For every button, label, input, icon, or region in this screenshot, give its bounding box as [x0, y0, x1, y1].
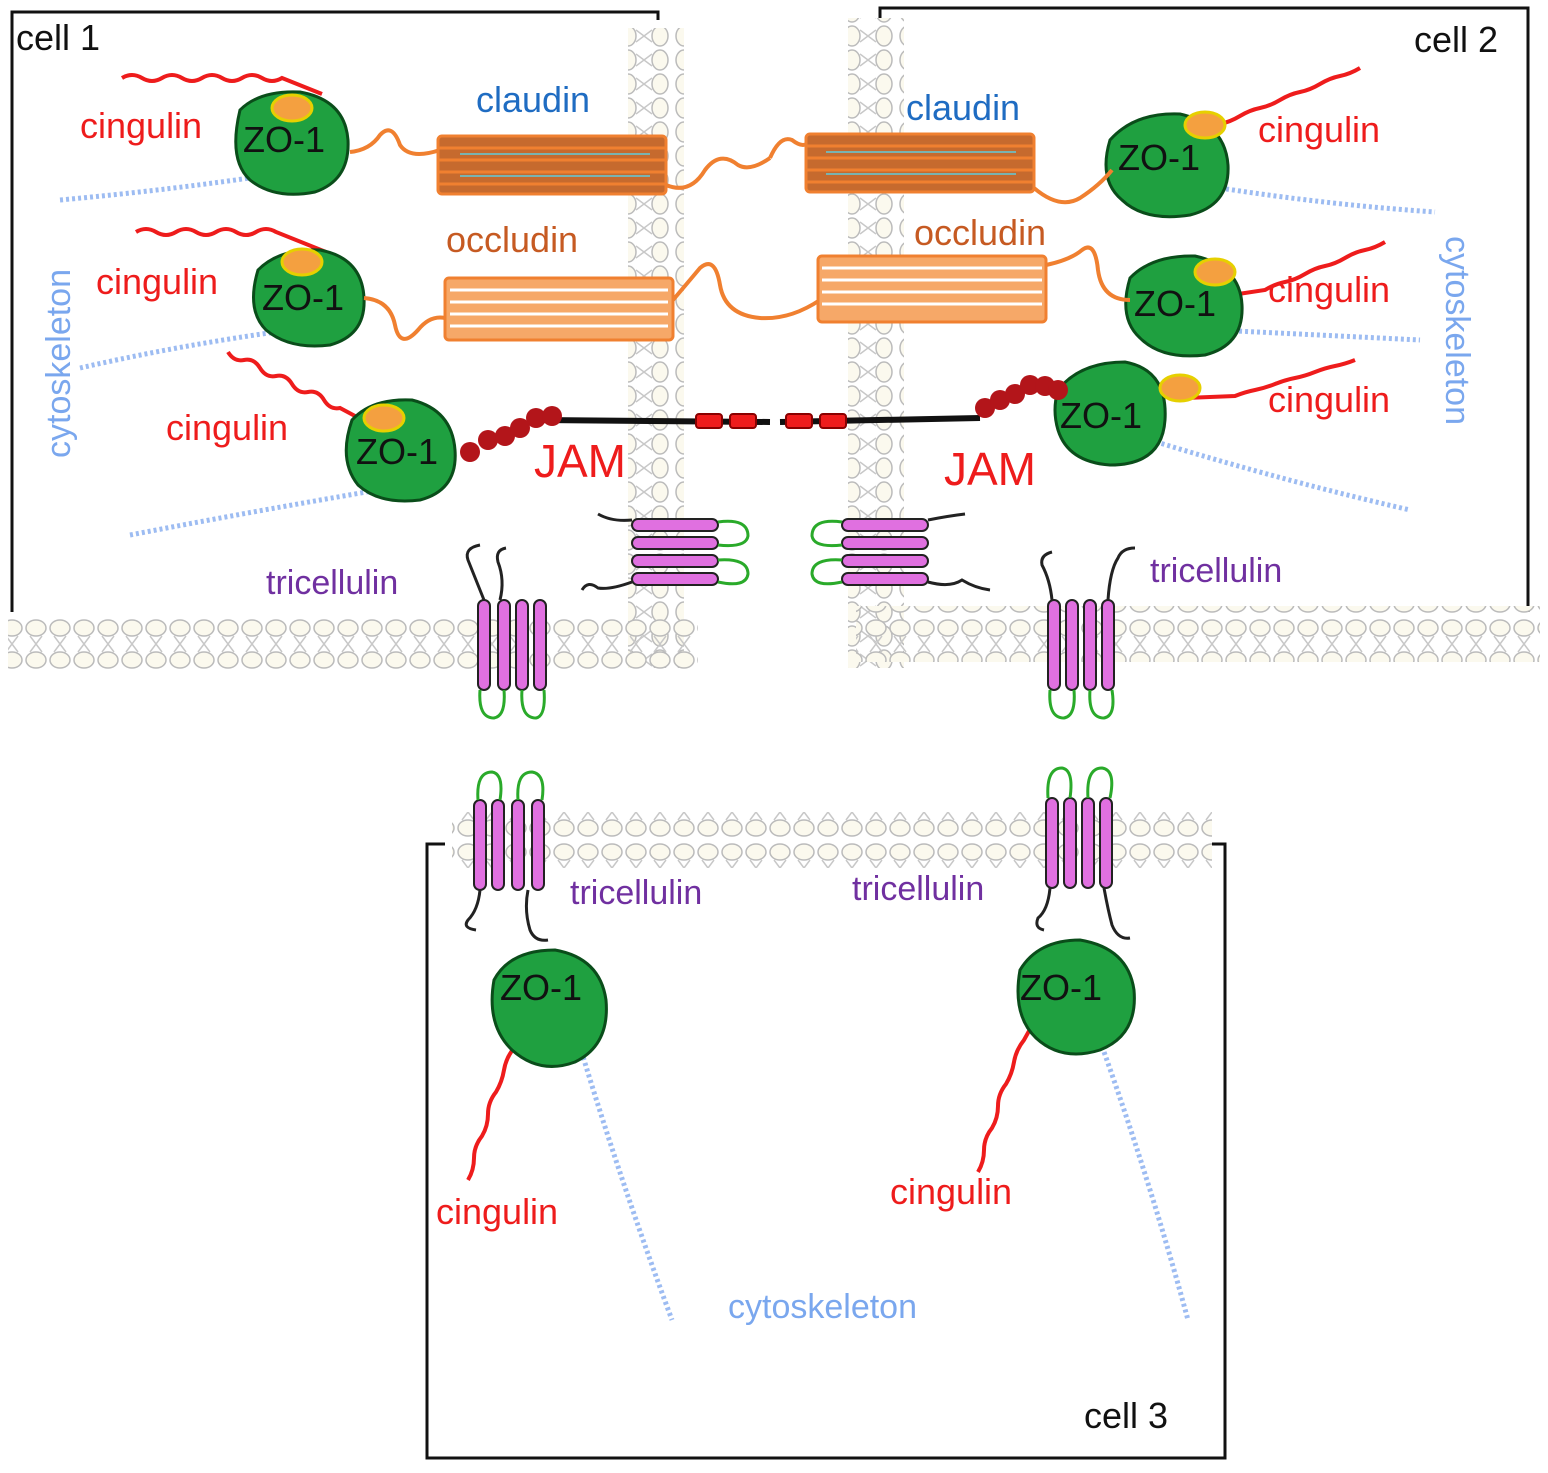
- tricellulin-cell1-upper: [580, 512, 750, 591]
- cytoskeleton-label-cell1: cytoskeleton: [40, 269, 78, 458]
- zo1-label-7: ZO-1: [500, 967, 583, 1008]
- cytoskeleton-filaments: [59, 172, 1436, 1321]
- cingulin-label-8: cingulin: [890, 1171, 1013, 1212]
- zo1-label-6: ZO-1: [1060, 395, 1143, 436]
- zo1-label-1: ZO-1: [243, 119, 326, 160]
- cell1-boundary: [10, 10, 660, 612]
- occludin-cell1: [363, 262, 822, 342]
- zo1-label-4: ZO-1: [1118, 137, 1201, 178]
- zo1-label-3: ZO-1: [356, 431, 439, 472]
- zo1-label-2: ZO-1: [262, 277, 345, 318]
- jam-label-cell2: JAM: [944, 443, 1036, 495]
- cingulin-label-2: cingulin: [96, 261, 219, 302]
- zo1-label-8: ZO-1: [1020, 967, 1103, 1008]
- tricellulin-cell2-lower: [1040, 546, 1136, 720]
- tricellulin-cell3-left: [464, 770, 549, 942]
- occludin-cell2: [816, 245, 1131, 324]
- cytoskeleton-label-cell2: cytoskeleton: [1438, 236, 1476, 425]
- zo1-binding-sites: [270, 93, 1237, 433]
- tricellulin-label-1: tricellulin: [266, 564, 399, 602]
- tricellulin-cell2-upper: [810, 512, 991, 592]
- tricellulin-cell3-right: [1035, 766, 1131, 940]
- claudin-cell2: [768, 132, 1114, 205]
- cingulin-label-6: cingulin: [1268, 379, 1391, 420]
- cell2-boundary: [878, 6, 1530, 612]
- claudin-cell1: [349, 128, 772, 196]
- cingulin-label-1: cingulin: [80, 105, 203, 146]
- jam-label-cell1: JAM: [534, 435, 626, 487]
- cell3-boundary: [425, 842, 1227, 1460]
- cytoskeleton-label-cell3: cytoskeleton: [728, 1288, 917, 1326]
- membrane-horizontal-cell2: [856, 606, 1540, 662]
- cingulin-label-3: cingulin: [166, 407, 289, 448]
- tricellulin-cell1-lower: [465, 543, 547, 720]
- cingulin-label-5: cingulin: [1268, 269, 1391, 310]
- membrane-horizontal-cell1: [8, 618, 698, 674]
- cell2-label: cell 2: [1414, 19, 1499, 60]
- tricellulin-label-2: tricellulin: [1150, 552, 1283, 590]
- cingulin-label-4: cingulin: [1258, 109, 1381, 150]
- occludin-label-cell2: occludin: [914, 212, 1047, 253]
- cell1-label: cell 1: [16, 17, 101, 58]
- zo1-label-5: ZO-1: [1134, 283, 1217, 324]
- claudin-label-cell1: claudin: [476, 79, 591, 120]
- tricellulin-label-4: tricellulin: [852, 870, 985, 908]
- tricellulin-label-3: tricellulin: [570, 874, 703, 912]
- cell3-label: cell 3: [1084, 1395, 1169, 1436]
- cingulin-strands: [120, 66, 1387, 1182]
- claudin-label-cell2: claudin: [906, 87, 1021, 128]
- jam-complex: [460, 375, 1068, 462]
- membrane-vertical-cell2: [848, 18, 904, 668]
- occludin-label-cell1: occludin: [446, 219, 579, 260]
- cingulin-label-7: cingulin: [436, 1191, 559, 1232]
- membrane-horizontal-cell3: [452, 812, 1212, 868]
